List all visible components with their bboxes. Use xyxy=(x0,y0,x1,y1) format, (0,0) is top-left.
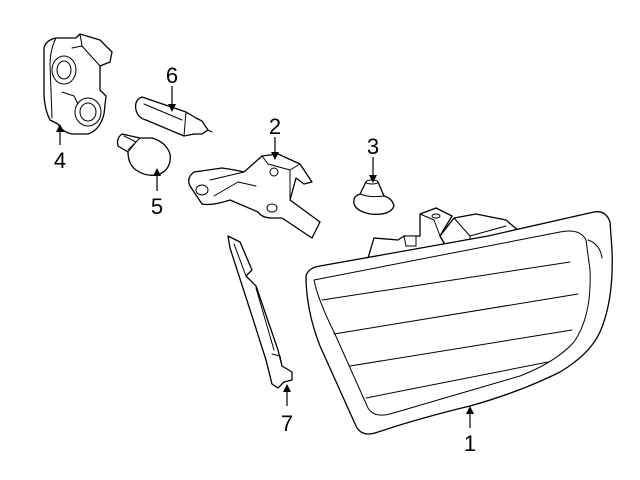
callout-4: 4 xyxy=(54,148,66,173)
callout-7: 7 xyxy=(281,411,293,436)
callout-labels: 1 2 3 4 5 6 7 xyxy=(54,63,476,456)
callout-1: 1 xyxy=(464,431,476,456)
callout-6: 6 xyxy=(166,63,178,88)
callout-2: 2 xyxy=(269,114,281,139)
part-6-capsule-bulb[interactable] xyxy=(134,96,213,137)
part-4-socket-housing[interactable] xyxy=(43,33,113,135)
part-2-bracket[interactable] xyxy=(188,153,321,239)
part-5-wedge-bulb[interactable] xyxy=(116,133,171,176)
callout-3: 3 xyxy=(367,134,379,159)
part-1-tail-lamp[interactable] xyxy=(305,207,613,435)
leader-arrows xyxy=(56,86,474,428)
part-7-gasket[interactable] xyxy=(227,235,293,389)
callout-5: 5 xyxy=(151,194,163,219)
part-3-grommet[interactable] xyxy=(353,179,395,215)
